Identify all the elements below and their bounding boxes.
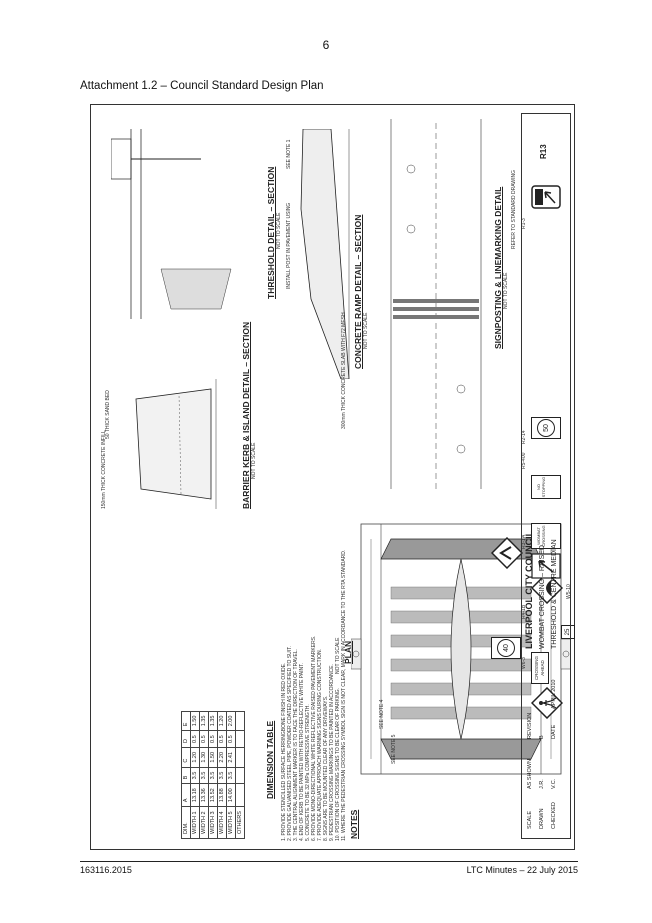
kerb-callout: 150mm THICK CONCRETE INFILL	[101, 430, 107, 509]
table-header: A	[181, 783, 191, 807]
speed-40-sign: 40	[491, 637, 521, 659]
ramp-callout: 300mm THICK CONCRETE SLAB WITH F72 MESH	[341, 312, 347, 429]
table-cell: 13.18	[190, 783, 200, 807]
drawing-rotated-content: PLAN NOT TO SCALE SEE NOTE 5 SEE NOTE 4 …	[91, 105, 575, 849]
table-cell: 2.41	[226, 747, 236, 768]
table-header: B	[181, 767, 191, 784]
table-cell: 1.50	[208, 747, 218, 768]
footer-reference: 163116.2015	[80, 865, 132, 875]
title-block-drawn-value: J.R.	[539, 779, 545, 789]
hump-warning-sign	[531, 572, 563, 604]
dimension-table-grid: DIM. A B C D E WIDTH 1 13.18 3.5 1.20 0.…	[181, 711, 245, 839]
table-cell	[235, 730, 245, 748]
table-row: WIDTH 2 13.36 3.5 1.30 0.5 1.35	[199, 711, 209, 839]
note-item: 11. WHERE THE PEDESTRIAN CROSSING SYMBOL…	[341, 549, 347, 841]
table-cell: 1.20	[217, 711, 227, 731]
table-cell: WIDTH 1	[190, 806, 200, 839]
table-cell: 3.5	[217, 767, 227, 784]
threshold-title: THRESHOLD DETAIL – SECTION	[266, 166, 276, 299]
table-cell: 2.00	[226, 711, 236, 731]
table-cell	[235, 747, 245, 768]
table-cell: 0.5	[190, 730, 200, 748]
table-row: WIDTH 1 13.18 3.5 1.20 0.5 1.50	[190, 711, 200, 839]
dimension-table-title: DIMENSION TABLE	[265, 720, 275, 799]
table-cell: 14.00	[226, 783, 236, 807]
kerb-title: BARRIER KERB & ISLAND DETAIL – SECTION	[241, 321, 251, 509]
table-header: C	[181, 747, 191, 768]
table-cell: 3.5	[190, 767, 200, 784]
title-block-date-value: APRIL 2010	[551, 679, 557, 709]
table-cell: 13.36	[199, 783, 209, 807]
table-cell: 3.5	[199, 767, 209, 784]
kerb-section-drawing	[135, 379, 217, 509]
speed-40-value: 40	[497, 639, 515, 657]
table-cell	[235, 783, 245, 807]
table-header: DIM.	[181, 806, 191, 839]
title-block-date-label: DATE	[551, 724, 557, 739]
title-block-council: LIVERPOOL CITY COUNCIL	[524, 530, 534, 649]
sand-bed-callout: 50 THICK SAND BED	[105, 390, 111, 439]
table-cell: 1.20	[190, 747, 200, 768]
linemarking-drawing	[390, 119, 482, 489]
title-block-rev-label: REVISION	[527, 712, 533, 739]
table-cell: 1.35	[208, 711, 218, 731]
table-cell: 0.5	[199, 730, 209, 748]
footer-minutes: LTC Minutes – 22 July 2015	[466, 865, 578, 875]
title-block-drawn-label: DRAWN	[539, 808, 545, 829]
table-header: D	[181, 730, 191, 748]
table-cell: WIDTH 5	[226, 806, 236, 839]
ramp-section-drawing	[300, 129, 350, 379]
table-cell: WIDTH 3	[208, 806, 218, 839]
table-cell: 1.35	[199, 711, 209, 731]
drawing-sheet: PLAN NOT TO SCALE SEE NOTE 5 SEE NOTE 4 …	[90, 104, 575, 850]
pedestrian-warning-sign	[531, 687, 563, 719]
table-cell: WIDTH 4	[217, 806, 227, 839]
footer-rule	[80, 861, 578, 862]
table-row: OTHERS	[235, 711, 245, 839]
table-cell: 3.5	[226, 767, 236, 784]
table-cell: 1.50	[190, 711, 200, 731]
kerb-scale: NOT TO SCALE	[251, 442, 257, 479]
table-cell: 0.5	[208, 730, 218, 748]
title-block-checked-value: V.C.	[551, 778, 557, 789]
title-block-checked-label: CHECKED	[551, 802, 557, 829]
ramp-scale: NOT TO SCALE	[363, 312, 369, 349]
page-number: 6	[322, 38, 330, 52]
table-cell	[235, 711, 245, 731]
sign-title: SIGNPOSTING & LINEMARKING DETAIL	[493, 186, 503, 349]
table-cell: 3.5	[208, 767, 218, 784]
title-block-drawing-no: R13	[539, 144, 548, 159]
arrow-warning-sign	[491, 537, 523, 569]
ramp-title: CONCRETE RAMP DETAIL – SECTION	[353, 214, 363, 369]
table-row: WIDTH 4 13.88 3.5 2.20 0.5 1.20	[217, 711, 227, 839]
table-cell: 13.88	[217, 783, 227, 807]
arrow-callout: REFER TO STANDARD DRAWING	[511, 170, 517, 249]
attachment-title: Attachment 1.2 – Council Standard Design…	[80, 80, 324, 92]
threshold-scale: NOT TO SCALE	[276, 212, 282, 249]
notes-title: NOTES	[349, 809, 359, 839]
table-row: WIDTH 5 14.00 3.5 2.41 0.5 2.00	[226, 711, 236, 839]
table-header: E	[181, 711, 191, 731]
table-cell	[235, 767, 245, 784]
callout-see-note-4: SEE NOTE 4	[379, 699, 385, 729]
table-cell: 13.52	[208, 783, 218, 807]
table-row: WIDTH 3 13.52 3.5 1.50 0.5 1.35	[208, 711, 218, 839]
sign-scale: NOT TO SCALE	[503, 272, 509, 309]
keep-left-sign	[531, 553, 561, 579]
callout-see-note-5: SEE NOTE 5	[391, 734, 397, 764]
table-cell: 0.5	[217, 730, 227, 748]
title-block-subtitle-1: WOMBAT CROSSING – RAISED	[539, 545, 546, 649]
table-cell: 0.5	[226, 730, 236, 748]
table-cell: 1.30	[199, 747, 209, 768]
table-cell: WIDTH 2	[199, 806, 209, 839]
table-cell: 2.20	[217, 747, 227, 768]
threshold-section-drawing	[111, 129, 232, 319]
keep-left-sign-top	[531, 185, 561, 209]
title-block-subtitle-2: THRESHOLD & CENTRE MEDIAN	[551, 539, 558, 649]
title-block-scale-label: SCALE	[527, 810, 533, 829]
title-block-rev-value: B	[539, 735, 545, 739]
table-cell: OTHERS	[235, 806, 245, 839]
title-block-scale-value: AS SHOWN	[527, 759, 533, 789]
plan-view	[351, 523, 571, 775]
